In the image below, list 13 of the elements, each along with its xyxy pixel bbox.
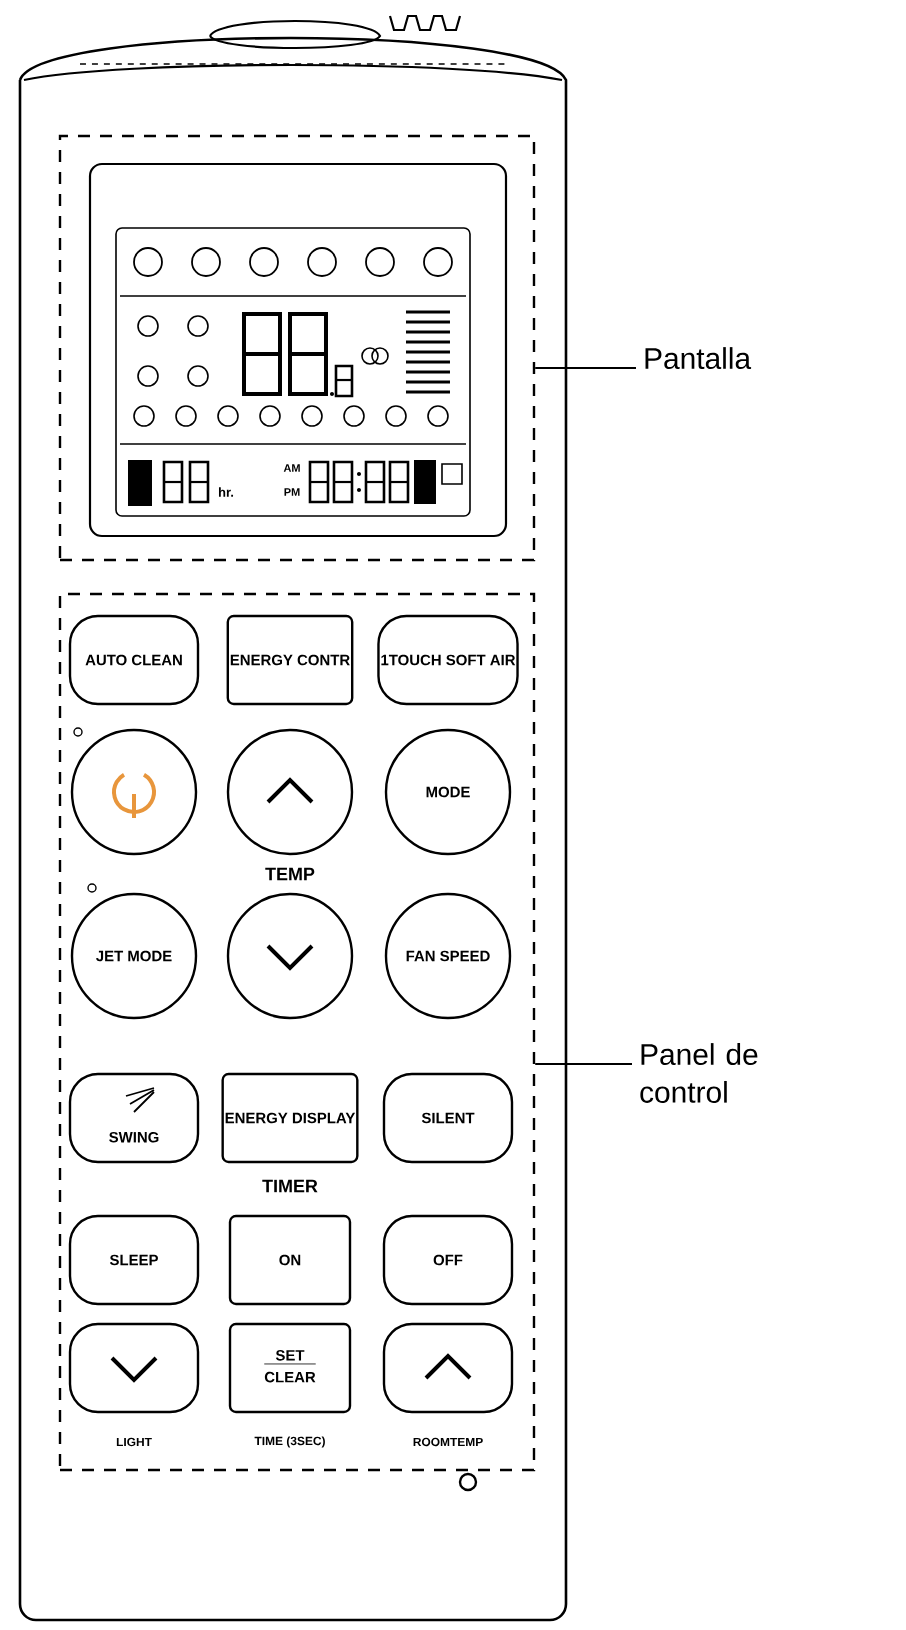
callout-label: Pantalla <box>645 347 752 370</box>
callout-label: Panel de control <box>640 1043 758 1103</box>
dashed-region <box>58 592 536 1472</box>
group-label: TEMP <box>265 867 315 881</box>
arrow-button <box>68 1322 200 1414</box>
leader-line <box>535 366 636 370</box>
dashed-region <box>58 134 536 562</box>
group-label: TIMER <box>262 1179 318 1193</box>
power-button <box>70 728 198 856</box>
arrow-button <box>382 1322 514 1414</box>
arrow-button <box>226 892 354 1020</box>
arrow-button <box>226 728 354 856</box>
leader-line <box>535 1062 632 1066</box>
